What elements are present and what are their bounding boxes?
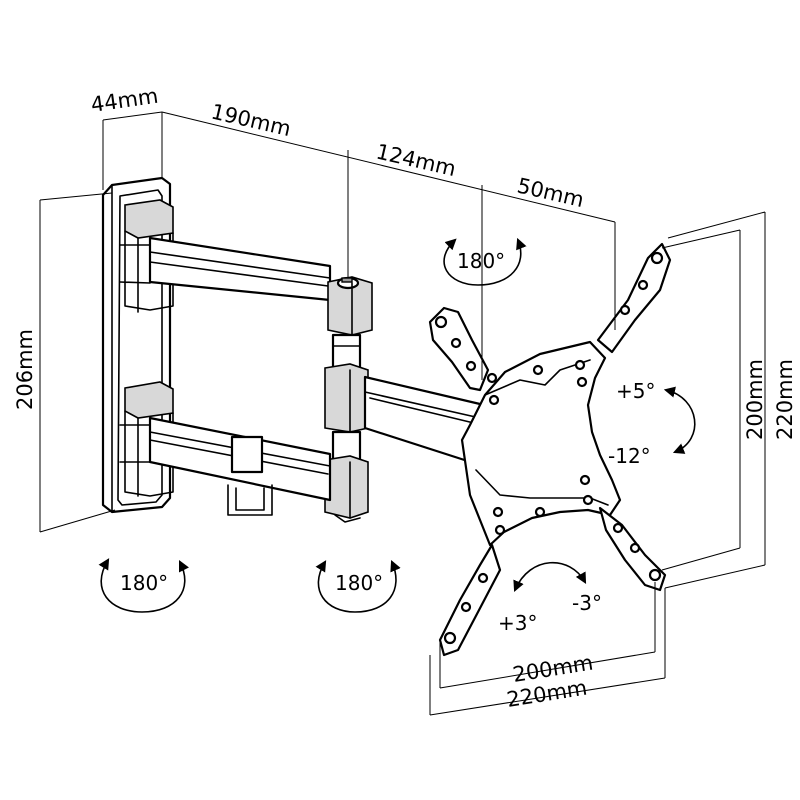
level-plus-label: +3° — [498, 611, 537, 635]
dim-vertical-200mm-label: 200mm — [743, 359, 767, 440]
rotation-arrows — [98, 237, 696, 613]
dim-vertical-220mm-label: 220mm — [773, 359, 797, 440]
lower-arm — [148, 416, 332, 516]
elbow-pivot — [324, 276, 373, 523]
dimension-lines — [39, 111, 766, 716]
dim-124mm-label: 124mm — [374, 139, 458, 181]
tilt-up-label: +5° — [616, 379, 655, 403]
level-minus-label: -3° — [572, 591, 602, 615]
elbow-swivel-label: 180° — [335, 571, 383, 595]
dim-44mm-label: 44mm — [89, 84, 159, 117]
wall-pivot-swivel-label: 180° — [120, 571, 168, 595]
upper-arm — [148, 236, 332, 302]
vesa-plate — [428, 242, 672, 657]
tilt-down-label: -12° — [608, 444, 651, 468]
dim-206mm-label: 206mm — [13, 329, 37, 410]
dim-190mm-label: 190mm — [209, 99, 293, 141]
head-swivel-label: 180° — [457, 249, 505, 273]
